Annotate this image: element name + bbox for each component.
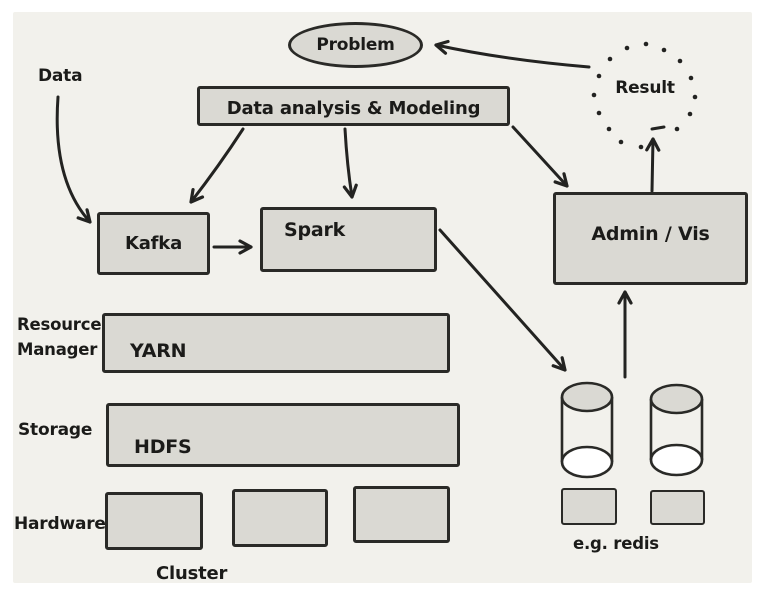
hardware-label: Hardware bbox=[14, 514, 106, 534]
storage-label: Storage bbox=[18, 420, 93, 440]
kafka-label: Kafka bbox=[124, 233, 183, 254]
problem-label: Problem bbox=[316, 35, 395, 55]
yarn-label: YARN bbox=[130, 340, 187, 362]
spark-label: Spark bbox=[284, 219, 346, 241]
result-label: Result bbox=[615, 78, 675, 98]
resource-manager-label: Resource Manager bbox=[17, 315, 102, 359]
data-label: Data bbox=[38, 66, 83, 86]
admin-vis-node: Admin / Vis bbox=[553, 192, 748, 285]
hardware-box-3 bbox=[353, 486, 450, 543]
hdfs-node: HDFS bbox=[106, 403, 460, 467]
hardware-box-1 bbox=[105, 492, 203, 550]
redis-box-2 bbox=[650, 490, 705, 525]
hdfs-label: HDFS bbox=[134, 436, 192, 458]
redis-box-1 bbox=[561, 488, 617, 525]
spark-node: Spark bbox=[260, 207, 437, 272]
kafka-node: Kafka bbox=[97, 212, 210, 275]
data-analysis-modeling-label: Data analysis & Modeling bbox=[226, 97, 481, 119]
yarn-node: YARN bbox=[102, 313, 450, 373]
redis-label: e.g. redis bbox=[573, 534, 659, 553]
data-analysis-modeling-node: Data analysis & Modeling bbox=[197, 86, 510, 126]
problem-node: Problem bbox=[288, 22, 423, 68]
cluster-label: Cluster bbox=[156, 563, 228, 584]
admin-vis-label: Admin / Vis bbox=[591, 222, 710, 245]
hardware-box-2 bbox=[232, 489, 328, 547]
